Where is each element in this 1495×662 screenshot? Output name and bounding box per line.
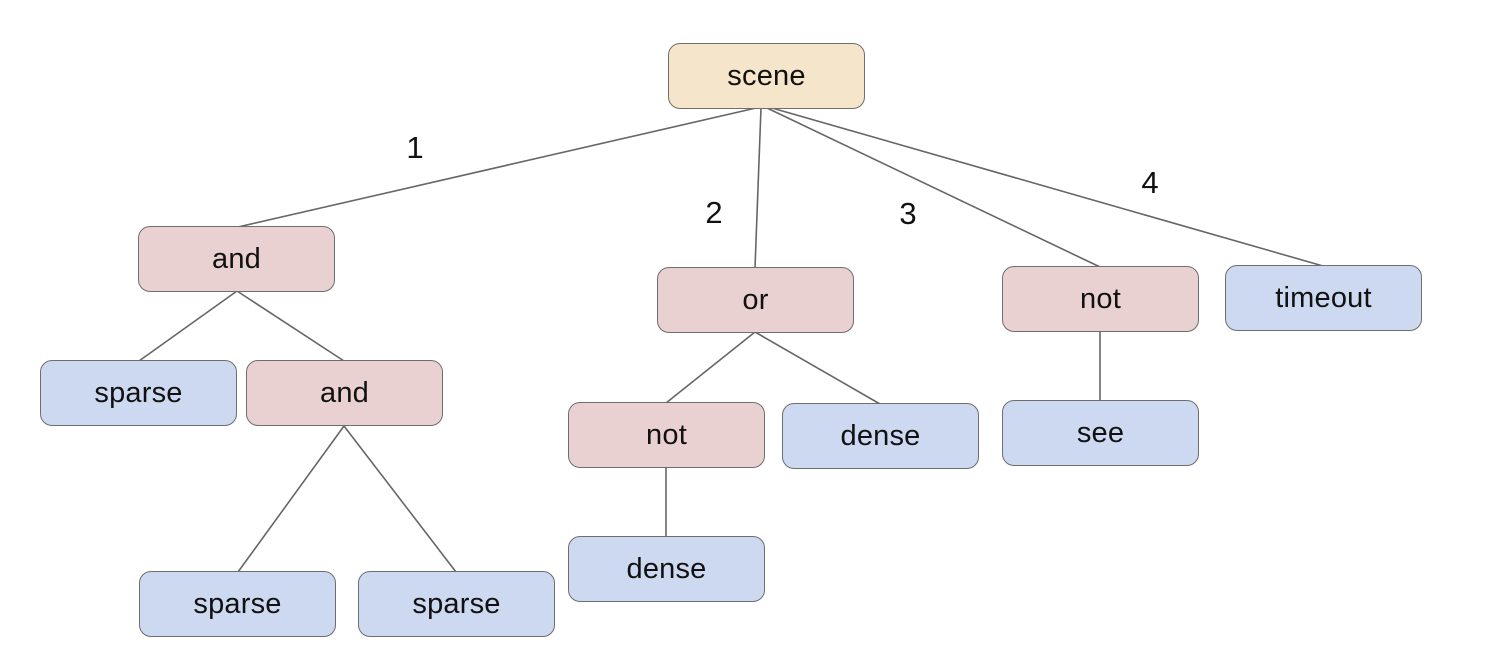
edge-label-3: 3 [899, 196, 917, 231]
tree-node-dense-1: dense [782, 403, 979, 469]
tree-node-scene: scene [668, 43, 865, 109]
edge-and-sparse [138, 290, 238, 362]
edge-scene-timeout [771, 107, 1324, 267]
edge-label-2: 2 [705, 195, 723, 230]
edge-and2-sparse3 [343, 425, 457, 573]
edge-or-not2 [665, 331, 756, 404]
tree-node-sparse-1: sparse [40, 360, 237, 426]
tree-node-timeout: timeout [1225, 265, 1422, 331]
edge-and-and2 [236, 290, 345, 362]
tree-node-sparse-2: sparse [139, 571, 336, 637]
tree-node-not: not [1002, 266, 1199, 332]
edge-and2-sparse2 [237, 425, 345, 573]
tree-node-and-2: and [246, 360, 443, 426]
edge-scene-not [766, 107, 1101, 268]
edge-scene-and [237, 107, 757, 228]
tree-node-dense-2: dense [568, 536, 765, 602]
tree-node-sparse-3: sparse [358, 571, 555, 637]
edge-or-dense [754, 331, 881, 405]
edge-label-4: 4 [1141, 165, 1159, 200]
tree-node-and: and [138, 226, 335, 292]
tree-node-not-2: not [568, 402, 765, 468]
edge-scene-or [754, 107, 762, 269]
edge-label-1: 1 [406, 130, 424, 165]
tree-node-or: or [657, 267, 854, 333]
tree-node-see: see [1002, 400, 1199, 466]
